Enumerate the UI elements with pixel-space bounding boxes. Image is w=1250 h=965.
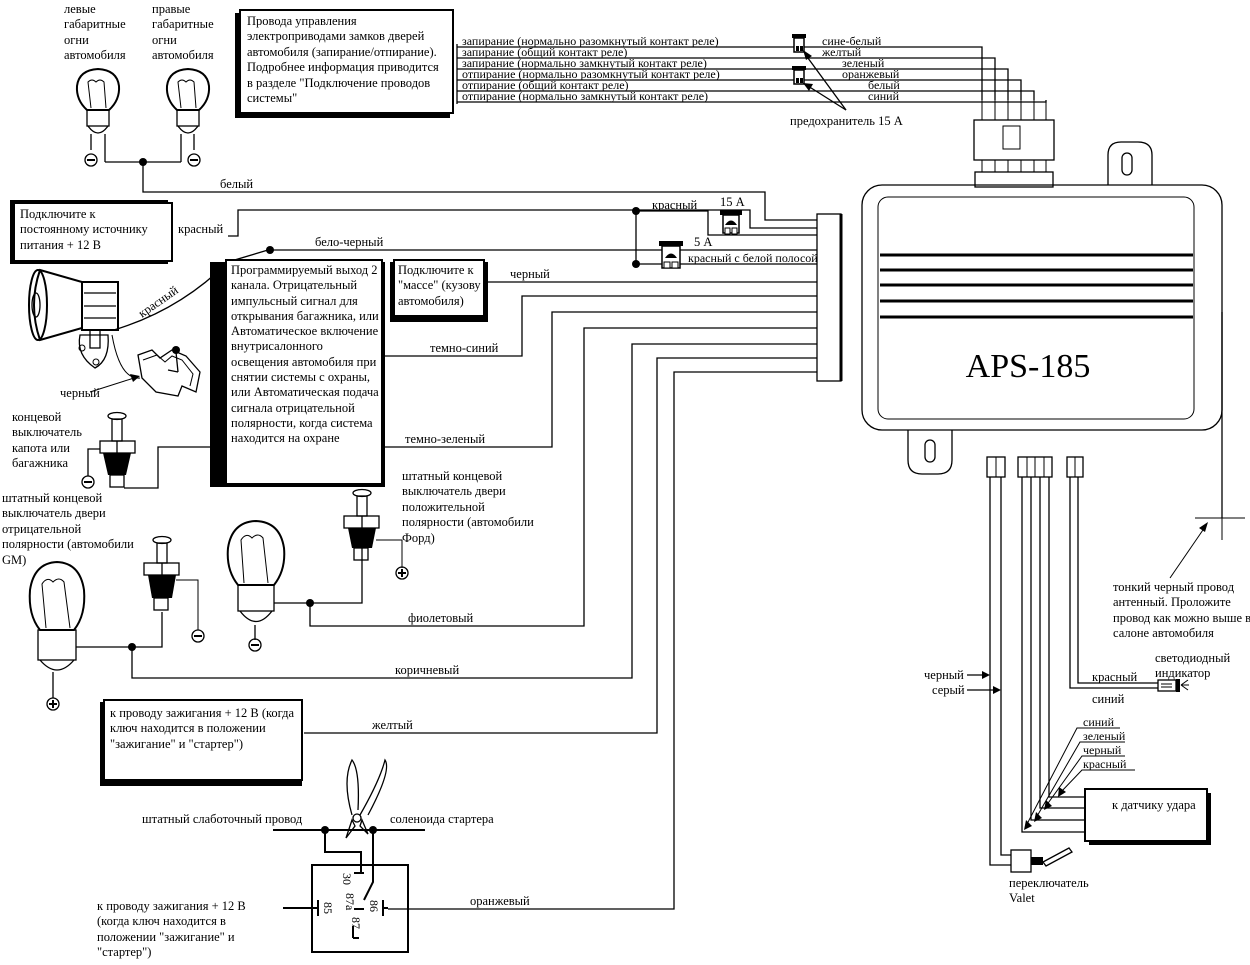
wire-label-violet: фиолетовый [408,611,474,625]
label-right-lights: правые габаритные огни автомобиля [152,2,214,63]
label-valet: переключатель Valet [1009,876,1089,906]
shock-wire-red: красный [1083,757,1127,771]
relay-pin-87a: 87a [343,893,357,911]
fuse-15a [720,210,742,235]
label-left-lights: левые габаритные огни автомобиля [64,2,126,63]
bottom-wire-grey: серый [932,683,965,697]
cutter-pliers-icon [345,758,388,839]
label-antenna: тонкий черный провод антенный. Проложите… [1113,580,1250,641]
lock-wire-6-function: отпирание (нормально замкнутый контакт р… [462,89,708,103]
wire-label-red-fuse: красный [652,198,698,212]
fuse-caption-arrows [803,50,847,111]
led-indicator [1157,679,1189,692]
lock-wire-2-function: запирание (общий контакт реле) [462,45,627,59]
bulb-right-parking [165,67,211,167]
low-current-wire-label: штатный слаботочный провод [142,812,303,826]
shock-wire-blue: синий [1083,715,1115,729]
side-connector [816,213,843,382]
lock-wire-5-function: отпирание (общий контакт реле) [462,78,629,92]
relay-pin-30: 30 [340,873,354,885]
fuse-5a [659,241,683,269]
hood-switch [81,411,136,489]
note-ignition-box [103,699,303,781]
note-ground: Подключите к "массе" (кузову автомобиля) [398,263,481,308]
wire-label-red: красный [178,222,224,236]
wire-label-white-black: бело-черный [315,235,384,249]
shock-sensor-box [1084,788,1208,842]
shock-wire-black: черный [1083,743,1122,757]
relay-pin-86: 86 [367,900,381,912]
bulb-left-parking [75,67,121,167]
shock-wire-leaders [1024,727,1135,830]
note-channel2: Программируемый выход 2 канала. Отрицате… [231,263,379,446]
fuse-15a-caption: предохранитель 15 А [790,114,903,128]
shock-wire-green: зеленый [1083,729,1126,743]
relay-pin-85: 85 [321,902,335,914]
lock-wire-1-function: запирание (нормально разомкнутый контакт… [462,34,719,48]
wire-label-brown: коричневый [395,663,459,677]
main-unit: APS-185 [816,100,1223,478]
shock-sensor-label: к датчику удара [1112,798,1196,812]
fuse-lock-1 [792,34,806,53]
starter-solenoid-label: соленоида стартера [390,812,494,826]
label-hood-switch: концевой выключатель капота или багажник… [12,410,82,471]
lock-wire-2-color: желтый [821,45,862,59]
lock-wire-4-color: оранжевый [842,67,900,81]
note-constant-power: Подключите к постоянному источнику питан… [20,207,148,252]
relay-pin-87: 87 [349,917,363,929]
label-gm-door-switch: штатный концевой выключатель двери отриц… [2,491,134,567]
wire-label-orange: оранжевый [470,894,530,908]
bottom-wires [989,477,1158,866]
note-ground-box [393,259,485,317]
lock-wire-5-color: белый [868,78,900,92]
lock-wire-3-function: запирание (нормально замкнутый контакт р… [462,56,707,70]
fuse-5a-label: 5 А [694,235,712,249]
gm-door-switch [143,535,205,643]
top-mount-ear [1107,141,1153,185]
door-lock-wires [456,44,1047,104]
bottom-mount-hole [924,439,936,463]
led-wire-red: красный [1092,670,1138,684]
label-ford-door-switch: штатный концевой выключатель двери полож… [402,469,534,545]
fuse-lock-2 [792,66,806,85]
note-ignition-top: к проводу зажигания + 12 В (когда ключ н… [110,706,295,751]
unit-face [877,196,1195,420]
wire-label-dark-blue: темно-синий [430,341,499,355]
ground-clamp [137,346,201,397]
note-channel2-box [225,259,383,485]
bottom-connectors [986,456,1084,478]
top-connector [973,100,1055,188]
fuse-15a-label: 15 А [720,195,745,209]
ford-door-switch [343,488,409,580]
unit-outer-shell [861,184,1223,431]
bulb-courtesy-right [226,519,286,652]
lock-wire-3-color: зеленый [842,56,885,70]
lock-wire-1-color: сине-белый [822,34,882,48]
wire-label-dark-green: темно-зеленый [405,432,485,446]
wire-label-horn-red: красный [136,283,181,321]
bottom-wire-black: черный [924,668,964,682]
wire-label-white: белый [220,177,253,191]
note-constant-power-box [13,202,173,262]
bulb-courtesy-left [28,560,86,711]
top-mount-hole [1121,152,1133,176]
note-ignition-bottom: к проводу зажигания + 12 В (когда ключ н… [97,899,246,960]
note-door-locks-box [239,9,454,114]
model-label: APS-185 [966,348,1091,385]
wire-label-black: черный [510,267,550,281]
valet-switch [1010,847,1073,873]
horn-black-label: черный [60,386,100,400]
bottom-mount-ear [907,430,953,475]
wire-label-red-white-stripe: красный с белой полосой [688,251,818,265]
lock-wire-4-function: отпирание (нормально разомкнутый контакт… [462,67,720,81]
led-wire-blue: синий [1092,692,1125,706]
note-door-locks: Провода управления электроприводами замк… [247,14,439,106]
label-led: светодиодный индикатор [1155,651,1231,681]
lock-wire-6-color: синий [868,89,900,103]
starter-relay: 30 87a 85 86 87 [273,826,425,953]
antenna [1169,312,1245,579]
wire-label-yellow: желтый [371,718,413,732]
